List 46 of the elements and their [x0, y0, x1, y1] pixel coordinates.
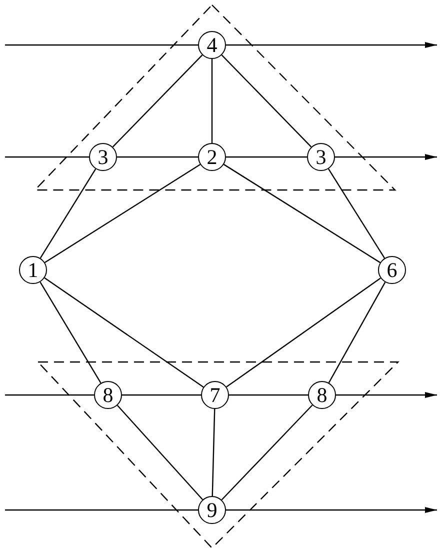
- connector-line: [40, 168, 96, 258]
- connector-line: [122, 394, 201, 396]
- node-label: 3: [316, 146, 326, 168]
- connector-line: [44, 164, 200, 264]
- connector-line: [5, 509, 198, 511]
- arrow: [336, 392, 437, 398]
- node-circle: [94, 381, 122, 409]
- connector-line: [224, 164, 380, 264]
- connector-line: [229, 394, 308, 396]
- node-circle: [198, 496, 226, 524]
- connector-line: [226, 278, 381, 388]
- arrow: [226, 507, 437, 513]
- node-label: 8: [316, 384, 328, 406]
- node-label: 2: [206, 146, 218, 168]
- node-circle: [19, 256, 47, 284]
- node-label: 8: [102, 384, 114, 406]
- node-label: 9: [206, 500, 218, 520]
- connector-line: [328, 168, 386, 258]
- node-circle: [89, 143, 117, 171]
- connector-line: [226, 156, 307, 158]
- node-label: 7: [210, 384, 220, 406]
- connector-line: [40, 282, 102, 384]
- node-circle: [308, 381, 336, 409]
- node-circle: [201, 381, 229, 409]
- connector-line: [211, 59, 213, 143]
- connector-line: [212, 408, 216, 496]
- connector-line: [5, 44, 198, 46]
- connector-line: [221, 404, 313, 500]
- node-circle: [378, 256, 406, 284]
- node-circle: [198, 31, 226, 59]
- node-circle: [307, 143, 335, 171]
- node-label: 4: [206, 34, 218, 56]
- node-circle: [198, 143, 226, 171]
- arrow: [335, 154, 437, 160]
- connector-line: [328, 282, 386, 384]
- connector-line: [5, 156, 89, 158]
- connector-line: [221, 54, 312, 148]
- connector-line: [5, 394, 94, 396]
- node-label: 1: [28, 260, 38, 280]
- connector-line: [117, 156, 198, 158]
- node-label: 6: [386, 260, 398, 280]
- connector-line: [44, 277, 204, 388]
- node-label: 3: [98, 146, 108, 168]
- arrow: [226, 42, 437, 48]
- connector-line: [112, 54, 203, 148]
- connector-line: [116, 404, 204, 500]
